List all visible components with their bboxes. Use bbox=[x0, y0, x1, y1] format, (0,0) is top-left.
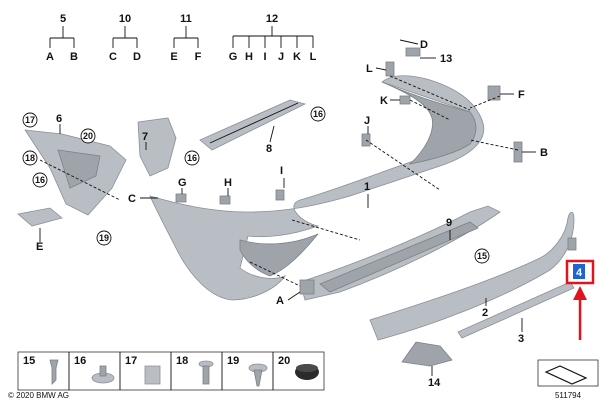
circle-callout-17[interactable]: 17 bbox=[25, 115, 35, 125]
callout-12[interactable]: 12 bbox=[266, 13, 278, 25]
clip-4 bbox=[567, 237, 577, 251]
guide-line-A bbox=[249, 261, 301, 287]
callout-I[interactable]: I bbox=[280, 165, 283, 177]
clip-H bbox=[219, 195, 231, 205]
callout-G-tree[interactable]: G bbox=[229, 51, 238, 63]
callout-C[interactable]: C bbox=[128, 193, 136, 205]
guide-line-F bbox=[469, 95, 501, 109]
clip-B bbox=[513, 141, 523, 163]
callout-2[interactable]: 2 bbox=[482, 307, 488, 319]
callout-G[interactable]: G bbox=[178, 177, 187, 189]
callout-14[interactable]: 14 bbox=[428, 377, 441, 389]
callout-L-tree[interactable]: L bbox=[310, 51, 317, 63]
callout-13[interactable]: 13 bbox=[440, 53, 452, 65]
tree-12: 12 G H I J K L bbox=[229, 13, 317, 63]
clip-D bbox=[405, 47, 421, 57]
callout-J[interactable]: J bbox=[364, 115, 370, 127]
nut-17-icon bbox=[144, 365, 161, 385]
callout-K-tree[interactable]: K bbox=[293, 51, 301, 63]
guide-line-I bbox=[291, 219, 361, 241]
callout-9[interactable]: 9 bbox=[446, 217, 452, 229]
callout-A[interactable]: A bbox=[276, 295, 284, 307]
callout-J-tree[interactable]: J bbox=[278, 51, 284, 63]
callout-I-tree[interactable]: I bbox=[263, 51, 266, 63]
callout-1[interactable]: 1 bbox=[364, 181, 370, 193]
callout-H[interactable]: H bbox=[224, 177, 232, 189]
callout-10[interactable]: 10 bbox=[119, 13, 131, 25]
circle-callout-16-a[interactable]: 16 bbox=[35, 175, 45, 185]
nav-arrow-icon bbox=[544, 365, 588, 385]
callout-11[interactable]: 11 bbox=[180, 13, 192, 25]
clip-I bbox=[275, 189, 285, 201]
callout-6[interactable]: 6 bbox=[56, 113, 62, 125]
callout-F-tree[interactable]: F bbox=[195, 51, 202, 63]
part-3-strip bbox=[457, 281, 575, 339]
nav-arrow-box[interactable] bbox=[537, 359, 599, 387]
table-cell-20[interactable]: 20 bbox=[278, 355, 290, 367]
screw-18-shaft-icon bbox=[202, 365, 210, 385]
highlight-selection bbox=[573, 264, 585, 279]
callout-H-tree[interactable]: H bbox=[245, 51, 253, 63]
clip-F bbox=[487, 85, 501, 101]
callout-5[interactable]: 5 bbox=[60, 13, 66, 25]
circle-callout-18[interactable]: 18 bbox=[25, 153, 35, 163]
circle-callout-20[interactable]: 20 bbox=[83, 131, 93, 141]
callout-D-tree[interactable]: D bbox=[133, 51, 141, 63]
grommet-20-top-icon bbox=[296, 364, 318, 372]
highlight-box bbox=[565, 259, 595, 285]
clip-G bbox=[175, 193, 187, 203]
clip-L bbox=[385, 61, 395, 77]
callout-B-tree[interactable]: B bbox=[70, 51, 78, 63]
callout-B[interactable]: B bbox=[540, 147, 548, 159]
part-8-strip bbox=[199, 99, 307, 151]
tree-11: 11 E F bbox=[170, 13, 201, 63]
callout-C-tree[interactable]: C bbox=[109, 51, 117, 63]
callout-4[interactable]: 4 bbox=[576, 267, 583, 279]
callout-K[interactable]: K bbox=[380, 95, 388, 107]
circle-callout-16-c[interactable]: 16 bbox=[313, 109, 323, 119]
part-6-bracket bbox=[24, 129, 127, 216]
circle-callout-15[interactable]: 15 bbox=[477, 251, 487, 261]
callout-8[interactable]: 8 bbox=[266, 143, 272, 155]
part-14-part bbox=[401, 341, 453, 367]
table-cell-18[interactable]: 18 bbox=[176, 355, 188, 367]
callout-E[interactable]: E bbox=[36, 241, 43, 253]
callout-A-tree[interactable]: A bbox=[46, 51, 54, 63]
tree-5: 5 A B bbox=[46, 13, 78, 63]
callout-7[interactable]: 7 bbox=[142, 131, 148, 143]
clip-K bbox=[399, 95, 411, 105]
copyright-text: © 2020 BMW AG bbox=[8, 391, 69, 400]
guide-line-L bbox=[389, 75, 471, 111]
part-E-plate bbox=[17, 207, 63, 227]
circle-callout-16-b[interactable]: 16 bbox=[187, 153, 197, 163]
circle-callouts: 17 18 16 20 19 16 16 15 bbox=[22, 106, 490, 264]
guide-line-B bbox=[469, 139, 519, 151]
rivet-16-stem-icon bbox=[99, 365, 107, 377]
clip-19-stem-icon bbox=[253, 369, 263, 387]
guide-line-K bbox=[409, 99, 451, 121]
callout-E-tree[interactable]: E bbox=[170, 51, 177, 63]
clip-15-icon bbox=[49, 359, 59, 385]
callout-F[interactable]: F bbox=[518, 89, 525, 101]
callout-4-highlight: 4 bbox=[565, 259, 595, 340]
bumper-cover bbox=[149, 75, 485, 301]
table-cell-16[interactable]: 16 bbox=[74, 355, 86, 367]
part-9-strip bbox=[299, 205, 501, 301]
clip-A bbox=[299, 279, 315, 295]
diagram-callouts: D 13 L K F J B 7 6 8 1 I H G C E A 9 2 bbox=[36, 39, 548, 389]
table-cell-19[interactable]: 19 bbox=[227, 355, 239, 367]
part-2-diffuser bbox=[369, 211, 575, 341]
red-arrow-head bbox=[573, 286, 587, 300]
callout-3[interactable]: 3 bbox=[518, 333, 524, 345]
tree-10: 10 C D bbox=[109, 13, 141, 63]
fastener-table: 15 16 17 18 19 20 bbox=[17, 351, 325, 391]
part-7-bracket bbox=[137, 117, 177, 177]
diagram-number: 511794 bbox=[555, 391, 582, 400]
callout-D[interactable]: D bbox=[420, 39, 428, 51]
callout-L[interactable]: L bbox=[366, 63, 373, 75]
table-cell-17[interactable]: 17 bbox=[125, 355, 137, 367]
table-cell-15[interactable]: 15 bbox=[23, 355, 35, 367]
circle-callout-19[interactable]: 19 bbox=[99, 233, 109, 243]
